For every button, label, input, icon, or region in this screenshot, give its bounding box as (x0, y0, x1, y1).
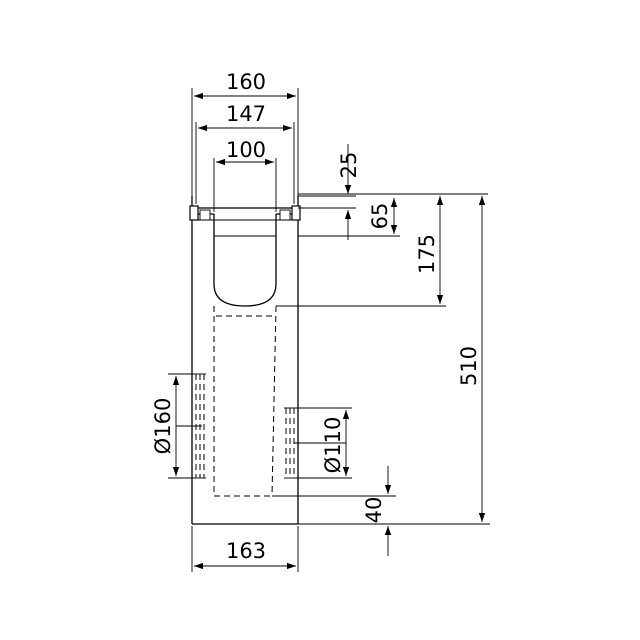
dim-left-outlet-diameter: Ø160 (151, 373, 202, 479)
channel-body (189, 196, 301, 525)
dim-label-510: 510 (457, 346, 481, 386)
dim-frame-depth: 65 (298, 198, 400, 237)
dim-outer-width-top: 160 (191, 70, 299, 204)
dim-channel-width: 100 (213, 138, 277, 212)
dim-grate-depth: 25 (298, 144, 361, 240)
dim-base-thickness: 40 (272, 466, 396, 556)
dim-channel-depth: 175 (276, 193, 488, 307)
hidden-channel-lines (213, 305, 277, 497)
dim-label-175: 175 (415, 234, 439, 274)
dim-label-d110: Ø110 (321, 417, 345, 474)
dim-label-147: 147 (226, 102, 266, 126)
dim-label-100: 100 (226, 138, 266, 162)
dim-label-25: 25 (337, 152, 361, 179)
dim-label-163: 163 (226, 539, 266, 563)
dim-inner-width-top: 147 (195, 102, 295, 204)
dim-label-65: 65 (368, 203, 392, 230)
dim-label-40: 40 (362, 497, 386, 524)
dim-label-160: 160 (226, 70, 266, 94)
dim-label-d160: Ø160 (151, 398, 175, 455)
dim-right-outlet-diameter: Ø110 (294, 407, 352, 479)
dim-total-height: 510 (298, 196, 490, 525)
dim-base-width: 163 (191, 526, 299, 572)
